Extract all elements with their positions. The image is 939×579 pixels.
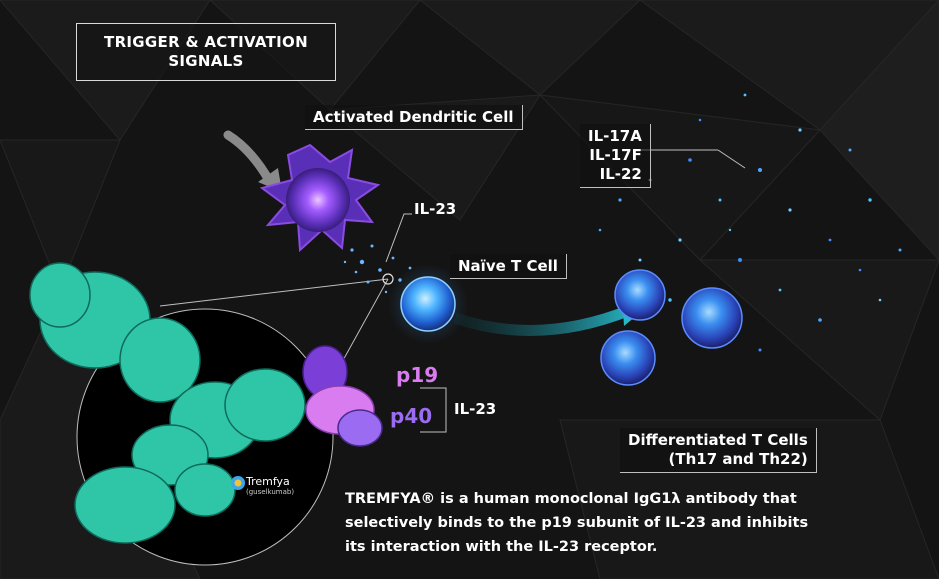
p40-label: p40 [390,404,433,428]
naive-t-cell [388,264,468,344]
il23-bracket-label: IL-23 [454,400,497,418]
differentiated-t-cells-label: Differentiated T Cells (Th17 and Th22) [620,428,817,473]
dendritic-cell [259,143,381,253]
cytokine-il17f: IL-17F [589,146,642,164]
description-line-1: TREMFYA® is a human monoclonal IgG1λ ant… [345,491,797,507]
tremfya-logo: Tremfya (guselkumab) [246,476,294,498]
il23-top-label: IL-23 [414,200,457,218]
differentiation-arrow [453,304,633,336]
description-line-2: selectively binds to the p19 subunit of … [345,515,809,531]
differentiated-line-1: Differentiated T Cells [628,431,808,449]
title-line-1: TRIGGER & ACTIVATION [104,33,308,51]
differentiated-t-cells [600,269,743,386]
trigger-activation-title: TRIGGER & ACTIVATION SIGNALS [76,23,336,81]
naive-t-cell-label: Naïve T Cell [450,254,567,279]
cytokine-il17a: IL-17A [588,127,642,145]
antibody-structure [29,262,306,544]
dendritic-arrow [223,130,282,192]
description-text: TREMFYA® is a human monoclonal IgG1λ ant… [345,487,809,559]
callout-lines [159,149,746,433]
p19-label: p19 [396,363,439,387]
tremfya-logo-generic: (guselkumab) [246,488,295,496]
cytokine-particles [598,93,902,352]
il23-marker [382,273,394,285]
description-line-3: its interaction with the IL-23 receptor. [345,539,658,555]
tremfya-logo-mark [231,476,245,490]
dendritic-cell-label: Activated Dendritic Cell [305,105,523,130]
title-line-2: SIGNALS [168,52,244,70]
cytokines-label: IL-17A IL-17F IL-22 [580,124,651,188]
differentiated-line-2: (Th17 and Th22) [668,450,808,468]
il23-subunits [302,345,383,447]
tremfya-logo-brand: Tremfya [246,475,290,488]
cytokine-il22: IL-22 [599,165,642,183]
